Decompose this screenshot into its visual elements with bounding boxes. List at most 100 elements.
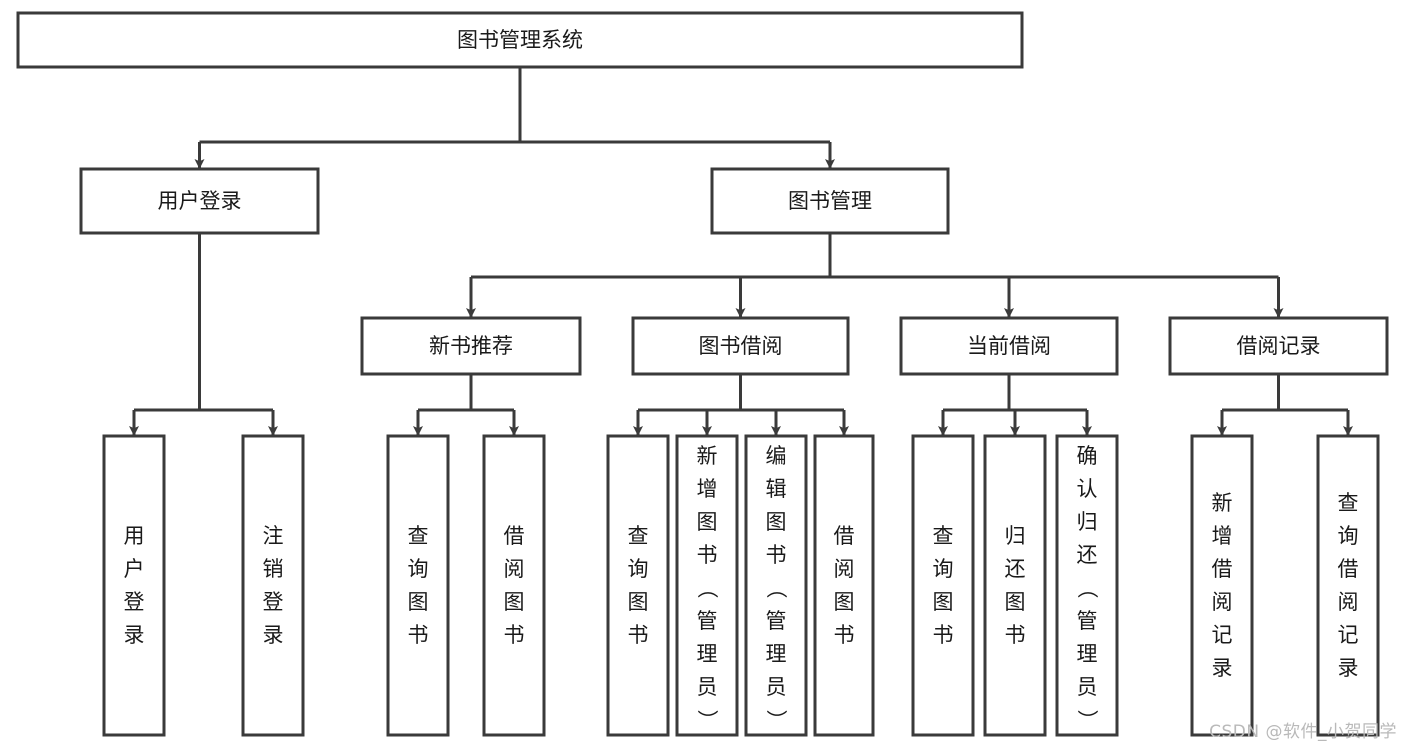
- node-leaf-user-login-label-char: 户: [124, 557, 145, 581]
- node-leaf-confirm-return-admin-label-char: 理: [1077, 642, 1098, 666]
- node-leaf-edit-book-admin-label-char: 编: [766, 444, 787, 468]
- node-leaf-borrow-book-rec-label-char: 借: [504, 524, 525, 548]
- node-leaf-query-book-rec-label-char: 查: [408, 524, 429, 548]
- node-leaf-add-borrow-record-label-char: 阅: [1212, 590, 1233, 614]
- node-leaf-user-login-box: [102, 434, 166, 737]
- node-leaf-add-book-admin-label-char: （: [695, 578, 719, 599]
- node-leaf-return-book-box: [983, 434, 1047, 737]
- node-leaf-query-borrow-record-label-char: 记: [1338, 623, 1359, 647]
- node-leaf-query-book-rec-box: [386, 434, 450, 737]
- node-leaf-confirm-return-admin-label-char: 归: [1077, 510, 1098, 534]
- node-leaf-edit-book-admin-label-char: 员: [766, 675, 787, 699]
- node-leaf-return-book-label-char: 还: [1005, 557, 1026, 581]
- node-borrow-record-label: 借阅记录: [1237, 334, 1321, 358]
- node-leaf-user-login-label-char: 登: [124, 590, 145, 614]
- node-book-borrow-label: 图书借阅: [699, 334, 783, 358]
- node-leaf-query-borrow-record-label-char: 借: [1338, 557, 1359, 581]
- node-leaf-edit-book-admin-label-char: 辑: [766, 477, 787, 501]
- node-leaf-user-logout-label-char: 录: [263, 623, 284, 647]
- node-leaf-borrow-book-rec-label-char: 阅: [504, 557, 525, 581]
- node-leaf-add-book-admin-label-char: 管: [697, 609, 718, 633]
- node-leaf-edit-book-admin-box: [744, 434, 808, 737]
- node-leaf-edit-book-admin-label-char: 管: [766, 609, 787, 633]
- node-new-book-rec-label: 新书推荐: [429, 334, 513, 358]
- node-leaf-add-book-admin-label-char: 书: [697, 543, 718, 567]
- node-leaf-add-borrow-record-label-char: 借: [1212, 557, 1233, 581]
- node-current-borrow-box: [899, 316, 1119, 376]
- node-leaf-borrow-book-label-char: 书: [834, 623, 855, 647]
- node-leaf-borrow-book-label-char: 借: [834, 524, 855, 548]
- node-new-book-rec[interactable]: 新书推荐: [360, 316, 582, 376]
- node-leaf-confirm-return-admin-label-char: 确: [1077, 444, 1098, 468]
- node-leaf-add-book-admin-box: [675, 434, 739, 737]
- node-leaf-add-book-admin-label-char: 增: [697, 477, 718, 501]
- node-borrow-record-box: [1168, 316, 1389, 376]
- node-leaf-confirm-return-admin-label-char: ）: [1075, 710, 1099, 731]
- node-leaf-borrow-book-rec-label-char: 图: [504, 590, 525, 614]
- node-leaf-query-book-borrow-label-char: 查: [628, 524, 649, 548]
- node-leaf-query-borrow-record-label-char: 录: [1338, 656, 1359, 680]
- node-leaf-query-book-current-label-char: 书: [933, 623, 954, 647]
- node-leaf-user-logout-label-char: 销: [263, 557, 284, 581]
- node-leaf-query-book-current-label-char: 询: [933, 557, 954, 581]
- node-leaf-query-borrow-record-label-char: 查: [1338, 491, 1359, 515]
- node-current-borrow-label: 当前借阅: [967, 334, 1051, 358]
- node-leaf-confirm-return-admin-label-char: 还: [1077, 543, 1098, 567]
- node-leaf-query-borrow-record-label-char: 阅: [1338, 590, 1359, 614]
- node-leaf-add-borrow-record-label-char: 新: [1212, 491, 1233, 515]
- node-book-manage[interactable]: 图书管理: [710, 167, 950, 235]
- node-user-login[interactable]: 用户登录: [79, 167, 320, 235]
- node-leaf-add-book-admin-label-char: 新: [697, 444, 718, 468]
- node-leaf-edit-book-admin-label-char: 理: [766, 642, 787, 666]
- node-book-borrow[interactable]: 图书借阅: [631, 316, 850, 376]
- node-leaf-return-book-label-char: 归: [1005, 524, 1026, 548]
- node-leaf-edit-book-admin-label-char: 图: [766, 510, 787, 534]
- node-book-manage-box: [710, 167, 950, 235]
- node-leaf-query-book-rec-label-char: 书: [408, 623, 429, 647]
- node-root-box: [16, 11, 1024, 69]
- node-leaf-user-login-label-char: 录: [124, 623, 145, 647]
- node-new-book-rec-box: [360, 316, 582, 376]
- node-leaf-query-book-rec-label-char: 询: [408, 557, 429, 581]
- node-leaf-confirm-return-admin-label-char: 员: [1077, 675, 1098, 699]
- node-book-borrow-box: [631, 316, 850, 376]
- node-leaf-user-logout-box: [241, 434, 305, 737]
- watermark-label: CSDN @软件_小贺同学: [1209, 722, 1397, 742]
- connector-group: [129, 67, 1353, 436]
- node-leaf-borrow-book-rec-box: [482, 434, 546, 737]
- node-leaf-add-book-admin-label-char: 理: [697, 642, 718, 666]
- node-root[interactable]: 图书管理系统: [16, 11, 1024, 69]
- node-current-borrow[interactable]: 当前借阅: [899, 316, 1119, 376]
- node-leaf-borrow-book-box: [813, 434, 875, 737]
- node-borrow-record[interactable]: 借阅记录: [1168, 316, 1389, 376]
- node-user-login-box: [79, 167, 320, 235]
- node-leaf-edit-book-admin-label-char: （: [764, 578, 788, 599]
- node-leaf-add-book-admin-label-char: 图: [697, 510, 718, 534]
- node-leaf-query-borrow-record-label-char: 询: [1338, 524, 1359, 548]
- node-leaf-query-book-rec-label-char: 图: [408, 590, 429, 614]
- node-leaf-user-login[interactable]: 用户登录: [102, 434, 166, 737]
- node-leaf-add-book-admin-label-char: 员: [697, 675, 718, 699]
- node-leaf-confirm-return-admin-label-char: 认: [1077, 477, 1098, 501]
- node-leaf-edit-book-admin-label-char: 书: [766, 543, 787, 567]
- node-leaf-user-logout-label-char: 登: [263, 590, 284, 614]
- node-leaf-borrow-book-label-char: 阅: [834, 557, 855, 581]
- node-leaf-query-borrow-record-box: [1316, 434, 1380, 737]
- node-leaf-borrow-book-label-char: 图: [834, 590, 855, 614]
- node-leaf-user-logout-label-char: 注: [263, 524, 284, 548]
- node-leaf-confirm-return-admin-label-char: （: [1075, 578, 1099, 599]
